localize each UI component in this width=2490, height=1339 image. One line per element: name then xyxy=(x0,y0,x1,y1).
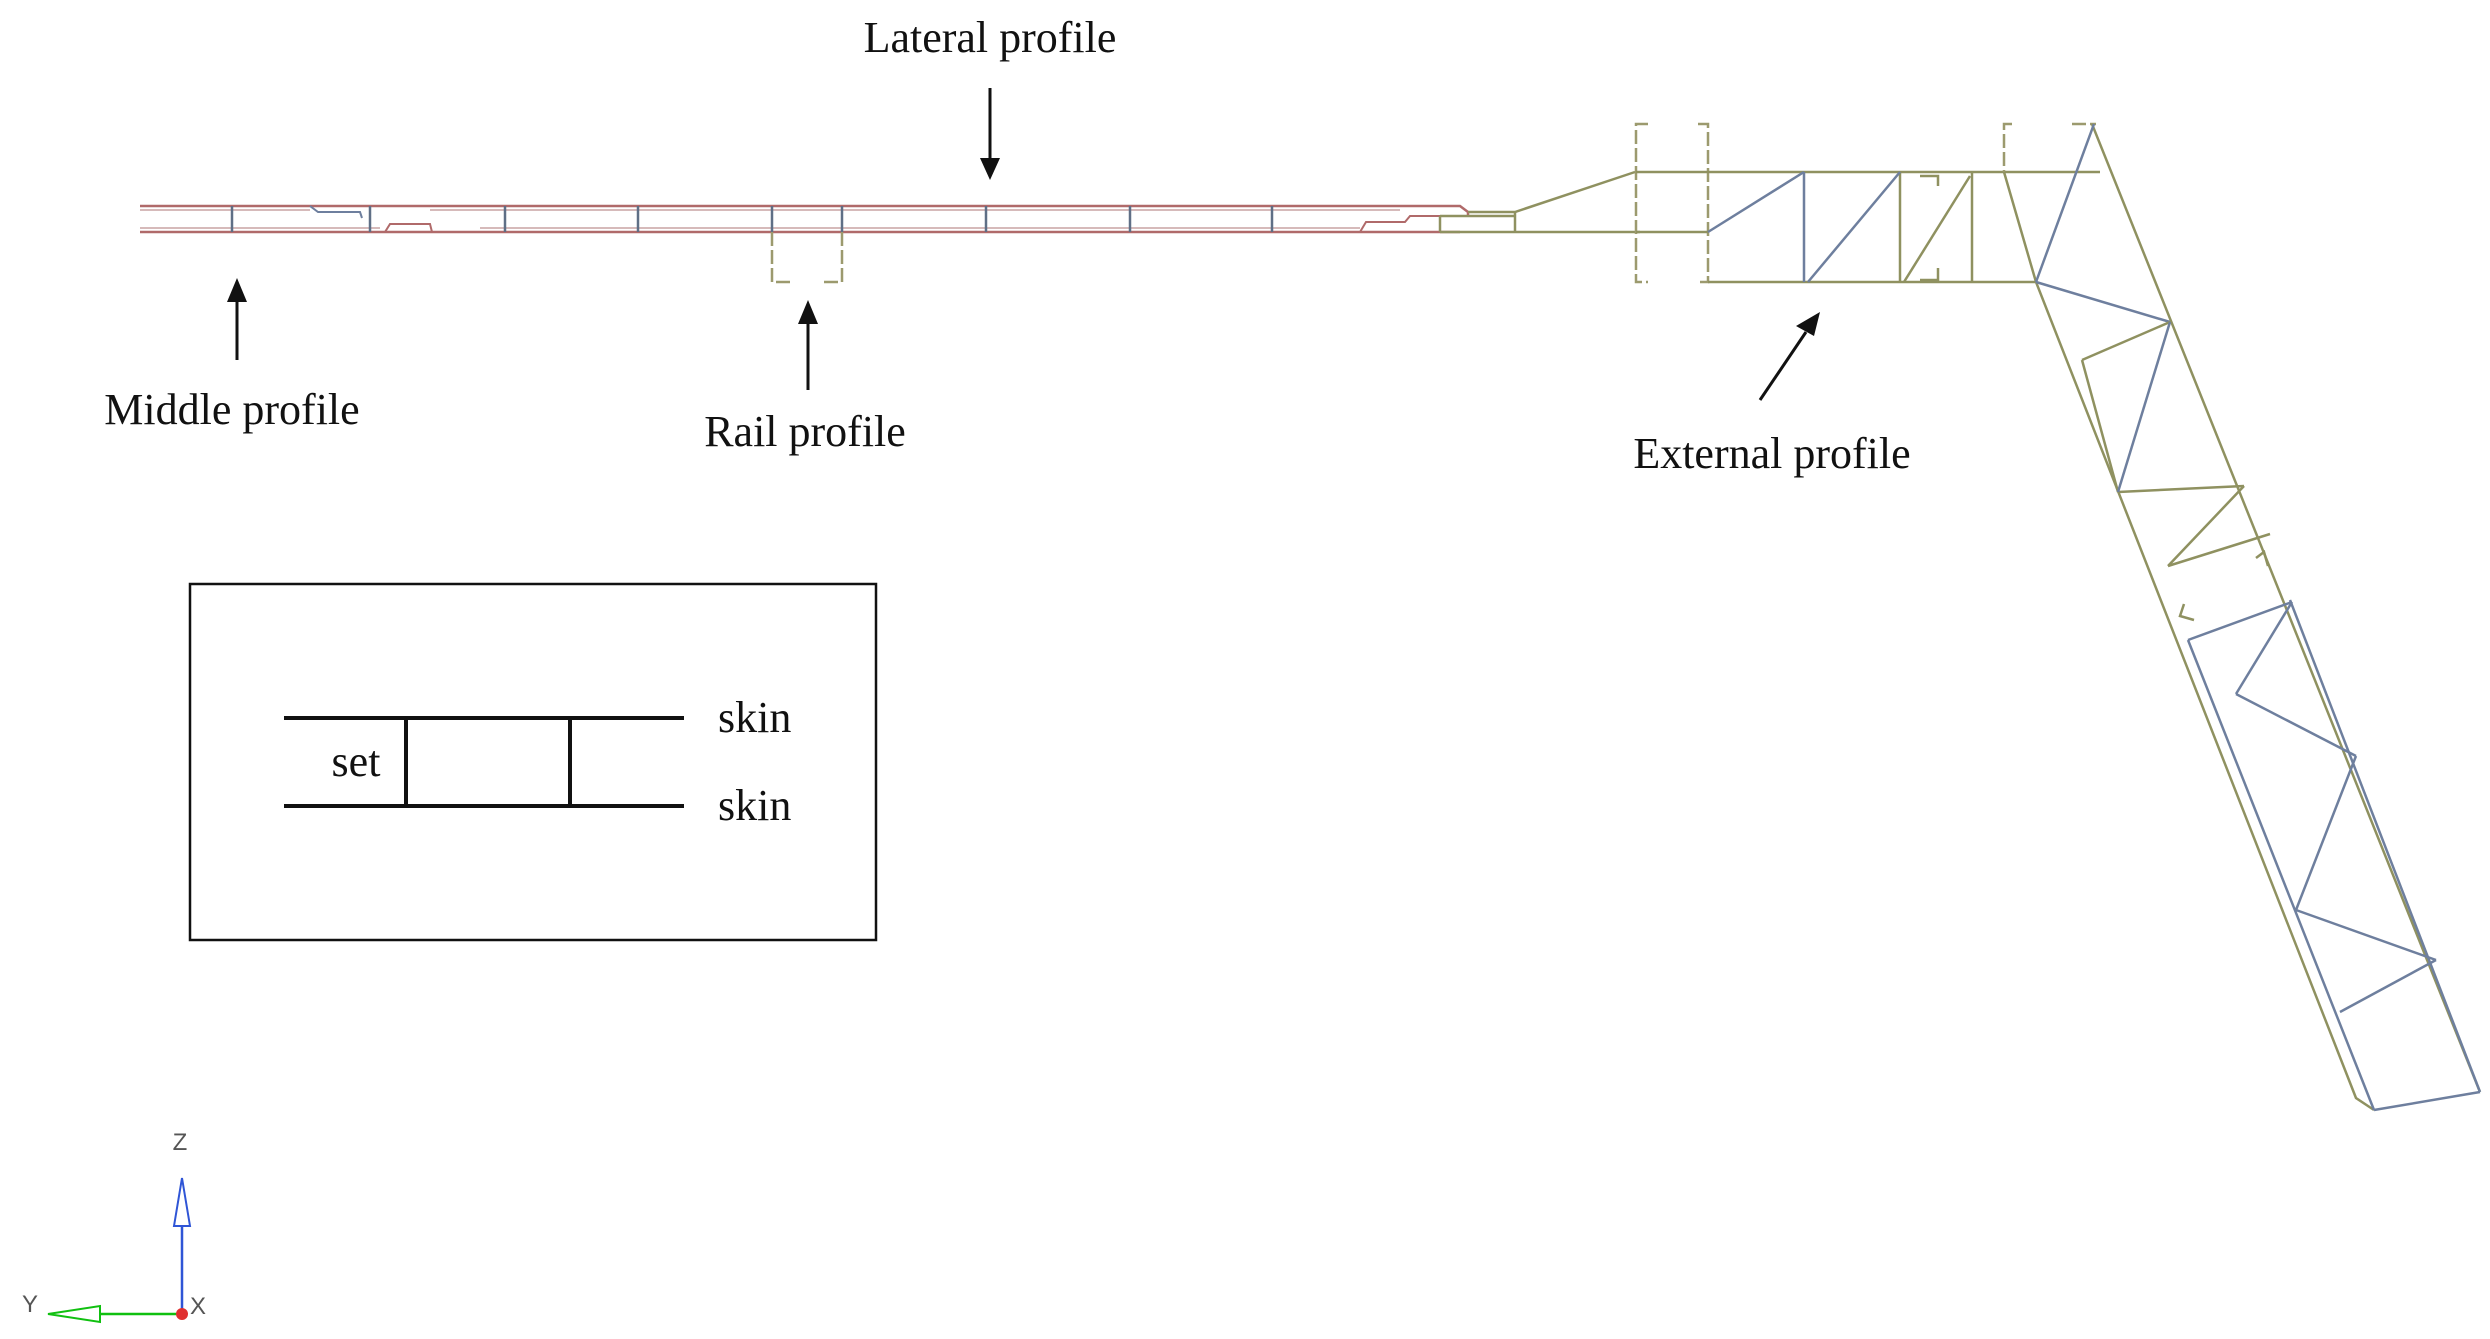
legend-set-label: set xyxy=(332,737,381,786)
legend-skin-top-label: skin xyxy=(718,693,791,742)
legend-box: set skin skin xyxy=(188,582,878,942)
y-axis-label: Y xyxy=(22,1291,38,1318)
rail-profile xyxy=(770,232,844,284)
middle-profile-label: Middle profile xyxy=(104,385,359,434)
lateral-profile-arrow xyxy=(980,88,1000,180)
origin-marker xyxy=(176,1308,188,1320)
lateral-profile-label: Lateral profile xyxy=(864,13,1117,62)
y-axis-arrow xyxy=(47,1304,182,1324)
middle-lateral-panel xyxy=(140,204,1470,234)
coordinate-triad: Z Y X xyxy=(22,1129,206,1324)
external-profile-arrow xyxy=(1758,312,1820,401)
rail-profile-arrow xyxy=(798,300,818,390)
external-profile-label: External profile xyxy=(1633,429,1910,478)
panel-top-skin xyxy=(140,204,1470,216)
x-axis-label: X xyxy=(190,1293,206,1320)
middle-profile-arrow xyxy=(227,278,247,360)
transition-section xyxy=(1438,170,1640,234)
legend-frame xyxy=(188,582,878,942)
external-profile xyxy=(1634,122,2482,1112)
legend-skin-bottom-label: skin xyxy=(718,781,791,830)
z-axis-arrow xyxy=(172,1177,192,1310)
z-axis-label: Z xyxy=(173,1129,188,1156)
boom-outer-edge xyxy=(2090,123,2482,1093)
rail-profile-label: Rail profile xyxy=(704,407,906,456)
boom-inner-edge xyxy=(2002,171,2375,1112)
